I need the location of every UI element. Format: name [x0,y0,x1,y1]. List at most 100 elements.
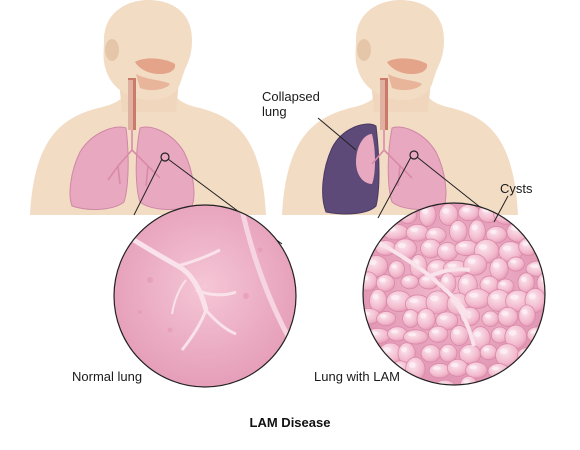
cyst [458,204,480,222]
cyst [526,326,545,343]
cyst-highlight [499,348,508,355]
cyst [464,288,491,309]
cyst [402,309,420,328]
cyst-highlight [463,379,470,384]
cyst-highlight [451,362,459,368]
cyst [481,310,500,328]
cyst-highlight [420,312,427,319]
collapsed-lung-label: Collapsed lung [262,89,320,119]
cyst-highlight [473,331,481,338]
cyst-highlight [447,263,457,268]
cyst-highlight [368,259,377,266]
cyst-highlight [382,347,392,353]
cyst-highlight [442,208,450,214]
cyst [479,343,498,361]
cyst-highlight [499,281,506,286]
cyst-highlight [442,347,449,353]
cyst-highlight [483,347,490,352]
cyst-highlight [379,278,386,283]
cysts-label: Cysts [500,181,533,196]
cyst-highlight [522,241,529,246]
cyst-highlight [431,329,439,334]
cyst [420,344,441,363]
cyst-highlight [410,227,419,232]
cyst-highlight [409,298,419,304]
cyst-highlight [429,230,437,235]
cyst-highlight [502,245,512,251]
cyst [446,358,469,377]
cyst-highlight [521,309,528,315]
normal-lung-label: Normal lung [72,369,143,384]
cyst-highlight [408,361,416,368]
cyst [388,260,406,279]
cyst-highlight [458,243,468,248]
cyst [403,329,429,345]
cyst-highlight [491,366,500,371]
cyst [518,304,536,327]
cyst [376,311,397,327]
cyst-highlight [493,262,500,268]
lung-with-lam-label: Lung with LAM [314,369,400,384]
cyst-highlight [520,276,527,282]
cysts-pointer [493,195,509,223]
cyst-highlight [442,277,449,283]
figure-caption: LAM Disease [249,415,331,430]
cyst-highlight [407,332,417,337]
cyst-highlight [484,314,491,319]
cyst [364,327,391,344]
cyst-highlight [509,294,519,300]
cyst-highlight [491,294,500,300]
cyst-highlight [424,242,432,248]
cyst-highlight [494,330,501,335]
cyst-highlight [430,295,439,302]
cyst [497,306,519,327]
cyst-highlight [467,258,476,264]
cyst-highlight [404,277,411,282]
cyst [465,361,488,379]
cyst-highlight [452,224,459,231]
cyst-highlight [401,346,408,353]
cyst-highlight [390,329,398,334]
cyst-highlight [391,264,398,269]
cyst [436,242,459,262]
cyst-highlight [478,244,488,251]
cyst-highlight [430,263,439,269]
cyst-highlight [405,313,412,318]
magnifier-lam [362,202,546,386]
cyst-highlight [530,330,538,334]
collapsed-lung-pointer [317,117,357,151]
cyst-highlight [422,276,430,281]
cyst-highlight [469,292,479,298]
cyst [517,347,539,363]
lungs-lam [322,123,447,215]
cyst-highlight [461,278,469,285]
cyst-highlight [483,279,490,284]
cyst [405,356,426,382]
cyst [507,256,525,272]
cyst [416,308,436,331]
cyst-highlight [471,224,478,231]
cyst-highlight [508,329,517,336]
cyst-highlight [501,311,509,316]
lungs-normal [69,126,195,210]
cyst-highlight [424,348,432,353]
cyst-highlight [379,314,387,318]
bronchiole [366,234,476,347]
cyst-highlight [439,315,448,320]
cyst [449,325,469,347]
cyst-highlight [463,348,471,354]
magnifier-normal [113,204,297,388]
cyst [428,325,449,343]
cyst-highlight [422,208,429,215]
cyst [400,274,419,290]
cyst-highlight [530,264,539,269]
cyst-highlight [528,293,536,300]
cyst-highlight [462,207,470,212]
cyst [449,220,468,243]
cyst-highlight [489,229,497,234]
cyst-highlight [397,242,406,249]
cyst-highlight [453,329,460,335]
cyst-highlight [510,259,517,264]
cyst-highlight [372,293,379,300]
